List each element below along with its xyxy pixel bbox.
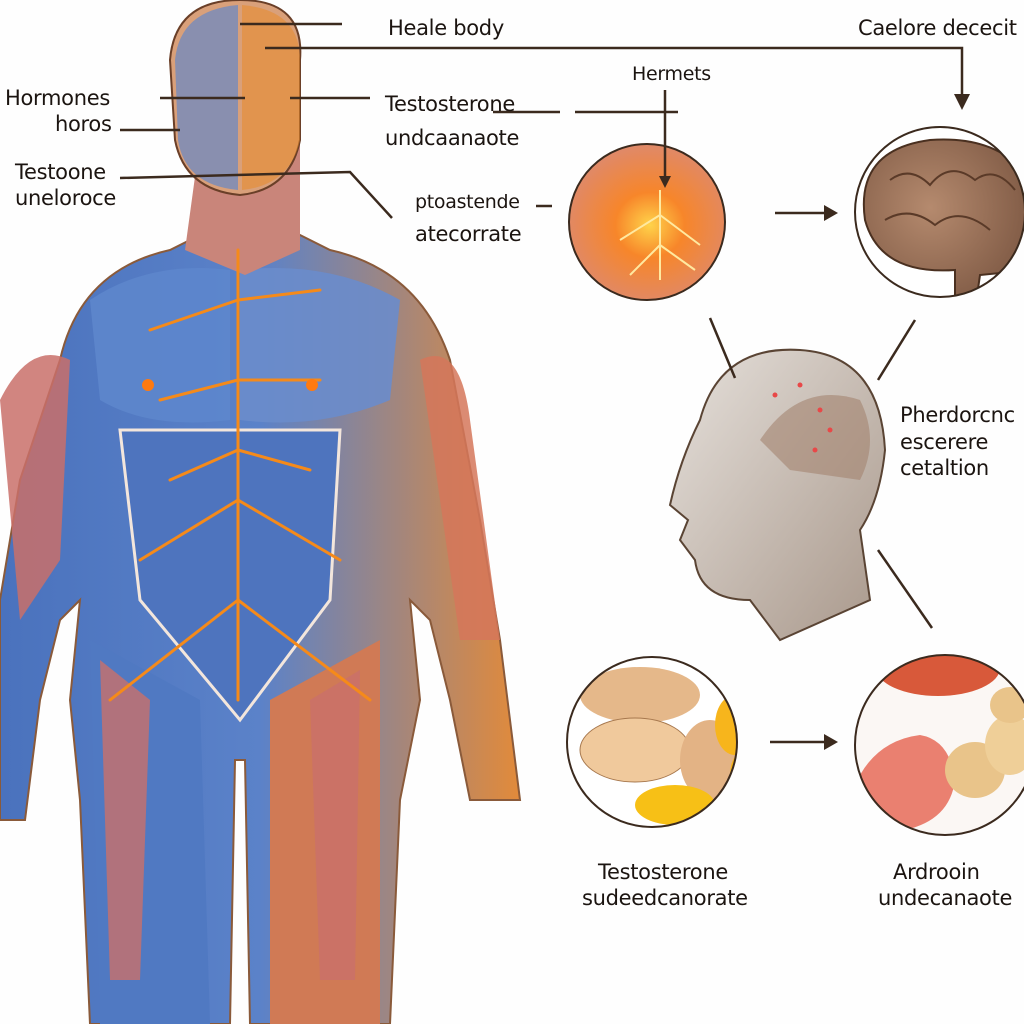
label-cetaltion: cetaltion (900, 456, 989, 480)
label-undecanaote: undecanaote (878, 886, 1013, 910)
label-caelore-dececit: Caelore dececit (858, 16, 1017, 40)
label-pherdorcnc: Pherdorcnc (900, 403, 1015, 427)
label-hormones: Hormones (5, 86, 110, 110)
food-circle-illustration (854, 654, 1024, 836)
label-testosterone-bottom: Testosterone (598, 860, 728, 884)
label-testosterone-top: Testosterone (385, 92, 515, 116)
label-ardrooin: Ardrooin (893, 860, 980, 884)
label-uneloroce: uneloroce (15, 186, 117, 210)
label-sudeedcanorate: sudeedcanorate (582, 886, 748, 910)
label-horos: horos (55, 112, 112, 136)
label-escerere: escerere (900, 430, 989, 454)
label-hermets: Hermets (632, 63, 711, 85)
arrowheads (659, 94, 970, 750)
body-figure (0, 0, 522, 1024)
label-testoone: Testoone (15, 160, 106, 184)
brain-circle-illustration (854, 126, 1024, 298)
tissue-circle-illustration (568, 143, 726, 301)
label-atecorrate: atecorrate (415, 222, 522, 246)
label-undcaanaote: undcaanaote (385, 126, 520, 150)
label-heale-body: Heale body (388, 16, 504, 40)
head-profile-illustration (668, 348, 887, 642)
leader-lines (119, 22, 964, 744)
pills-circle-illustration (566, 656, 738, 828)
label-ptoastende: ptoastende (415, 191, 520, 213)
